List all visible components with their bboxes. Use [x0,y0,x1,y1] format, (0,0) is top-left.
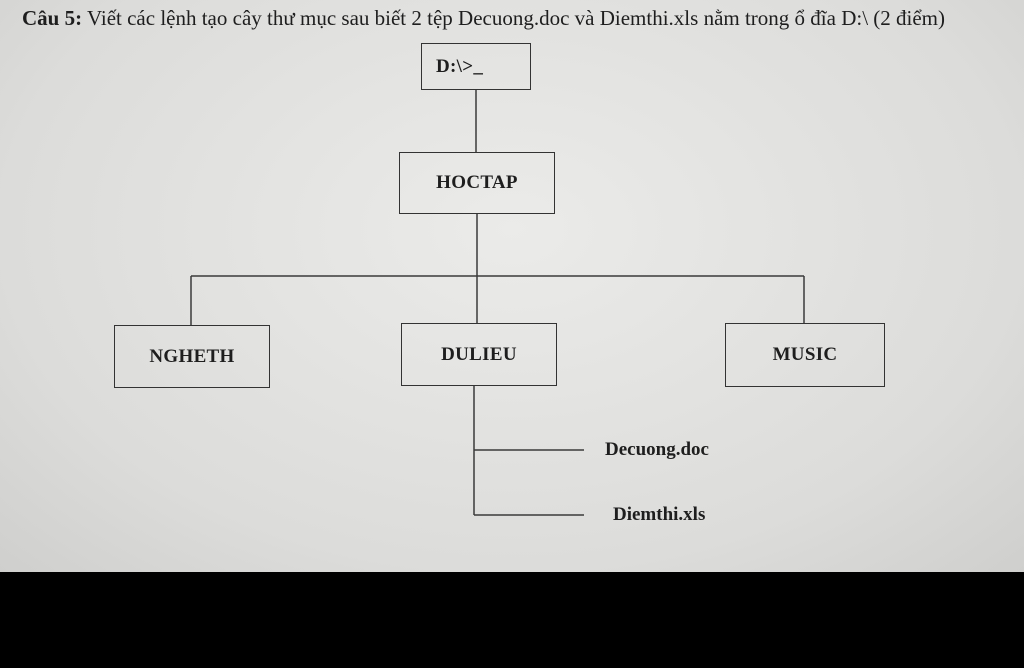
question-number: Câu 5: [22,6,83,30]
black-bottom-band [0,572,1024,668]
folder-ngheth-box: NGHETH [114,325,270,388]
folder-dulieu-box: DULIEU [401,323,557,386]
root-drive-label: D:\>_ [436,55,484,77]
question-text: Câu 5: Viết các lệnh tạo cây thư mục sau… [22,6,1002,31]
exam-paper: Câu 5: Viết các lệnh tạo cây thư mục sau… [0,0,1024,572]
folder-ngheth-label: NGHETH [149,345,235,367]
file-diemthi: Diemthi.xls [613,504,706,525]
root-drive-box: D:\>_ [421,43,531,90]
folder-hoctap-box: HOCTAP [399,152,555,214]
folder-music-label: MUSIC [772,344,838,365]
file-decuong: Decuong.doc [605,439,709,460]
tree-connectors [190,89,805,516]
folder-hoctap-label: HOCTAP [436,172,518,193]
folder-dulieu-label: DULIEU [441,343,517,365]
folder-music-box: MUSIC [725,323,885,387]
question-body: Viết các lệnh tạo cây thư mục sau biết 2… [82,6,946,30]
